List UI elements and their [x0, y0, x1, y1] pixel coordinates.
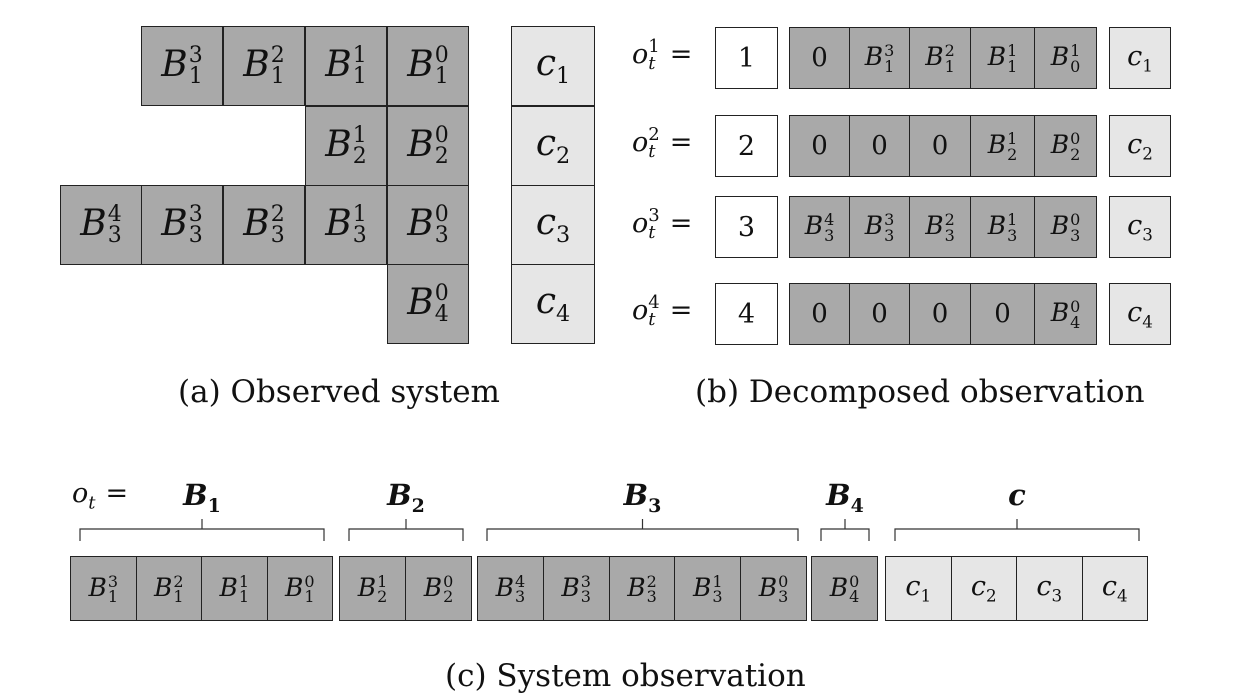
block-cell: 0: [789, 115, 850, 177]
block-cell: 0: [789, 283, 850, 345]
c-cell: c4: [511, 264, 595, 344]
block-cell: 0: [970, 283, 1035, 345]
group-brace: [820, 519, 870, 541]
block-cell: 0: [789, 27, 850, 89]
group-label: B4: [826, 478, 864, 517]
block-cell: 0: [909, 115, 971, 177]
c-cell: c1: [885, 556, 952, 621]
group-brace: [486, 519, 799, 541]
c-cell: c2: [511, 106, 595, 186]
index-cell: 3: [715, 196, 778, 258]
index-cell: 4: [715, 283, 778, 345]
caption-c: (c) System observation: [445, 658, 806, 694]
c-cell: c4: [1081, 556, 1148, 621]
c-cell: c2: [1109, 115, 1171, 177]
caption-a: (a) Observed system: [178, 374, 500, 410]
group-brace: [894, 519, 1140, 541]
c-cell: c1: [1109, 27, 1171, 89]
group-label: B3: [623, 478, 662, 517]
c-cell: c3: [1109, 196, 1171, 258]
group-label: B1: [183, 478, 221, 517]
index-cell: 2: [715, 115, 778, 177]
group-label: c: [1008, 478, 1026, 512]
c-cell: c2: [950, 556, 1017, 621]
index-cell: 1: [715, 27, 778, 89]
c-cell: c4: [1109, 283, 1171, 345]
caption-b: (b) Decomposed observation: [695, 374, 1145, 410]
system-observation-label: ot=: [72, 478, 129, 514]
block-cell: 0: [909, 283, 971, 345]
group-label: B2: [387, 478, 425, 517]
c-cell: c1: [511, 26, 595, 106]
block-cell: 0: [849, 283, 910, 345]
c-cell: c3: [511, 185, 595, 265]
block-cell: 0: [849, 115, 910, 177]
group-brace: [348, 519, 464, 541]
group-brace: [79, 519, 325, 541]
c-cell: c3: [1016, 556, 1083, 621]
